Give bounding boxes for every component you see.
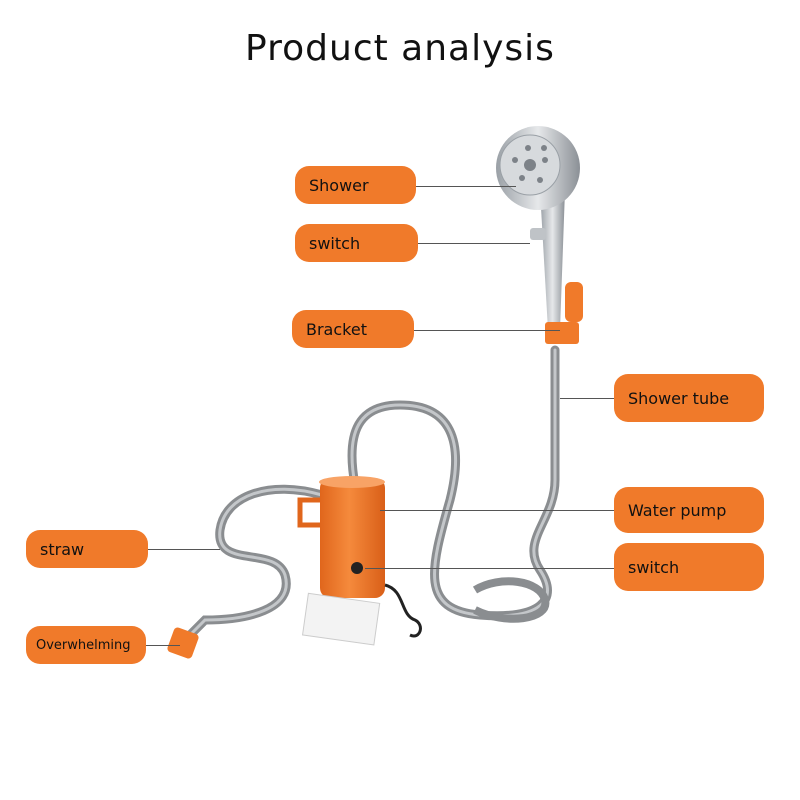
manual-card bbox=[301, 592, 381, 646]
leader-straw bbox=[148, 549, 220, 550]
label-water-pump: Water pump bbox=[614, 487, 764, 533]
label-switch-pump: switch bbox=[614, 543, 764, 591]
leader-shower bbox=[416, 186, 516, 187]
label-straw: straw bbox=[26, 530, 148, 568]
intake-filter bbox=[167, 627, 199, 659]
label-shower: Shower bbox=[295, 166, 416, 204]
leader-overwhelming bbox=[146, 645, 180, 646]
page-title: Product analysis bbox=[245, 28, 555, 69]
bracket bbox=[565, 282, 583, 322]
leader-bracket bbox=[414, 330, 560, 331]
shower-switch bbox=[530, 228, 546, 240]
label-bracket: Bracket bbox=[292, 310, 414, 348]
water-pump-body bbox=[320, 478, 385, 598]
label-overwhelming: Overwhelming bbox=[26, 626, 146, 664]
leader-switch-pump bbox=[365, 568, 616, 569]
pump-switch bbox=[351, 562, 363, 574]
leader-switch-top bbox=[418, 243, 530, 244]
label-switch-top: switch bbox=[295, 224, 418, 262]
shower-handle bbox=[540, 190, 565, 330]
leader-water-pump bbox=[380, 510, 616, 511]
label-shower-tube: Shower tube bbox=[614, 374, 764, 422]
leader-shower-tube bbox=[560, 398, 616, 399]
